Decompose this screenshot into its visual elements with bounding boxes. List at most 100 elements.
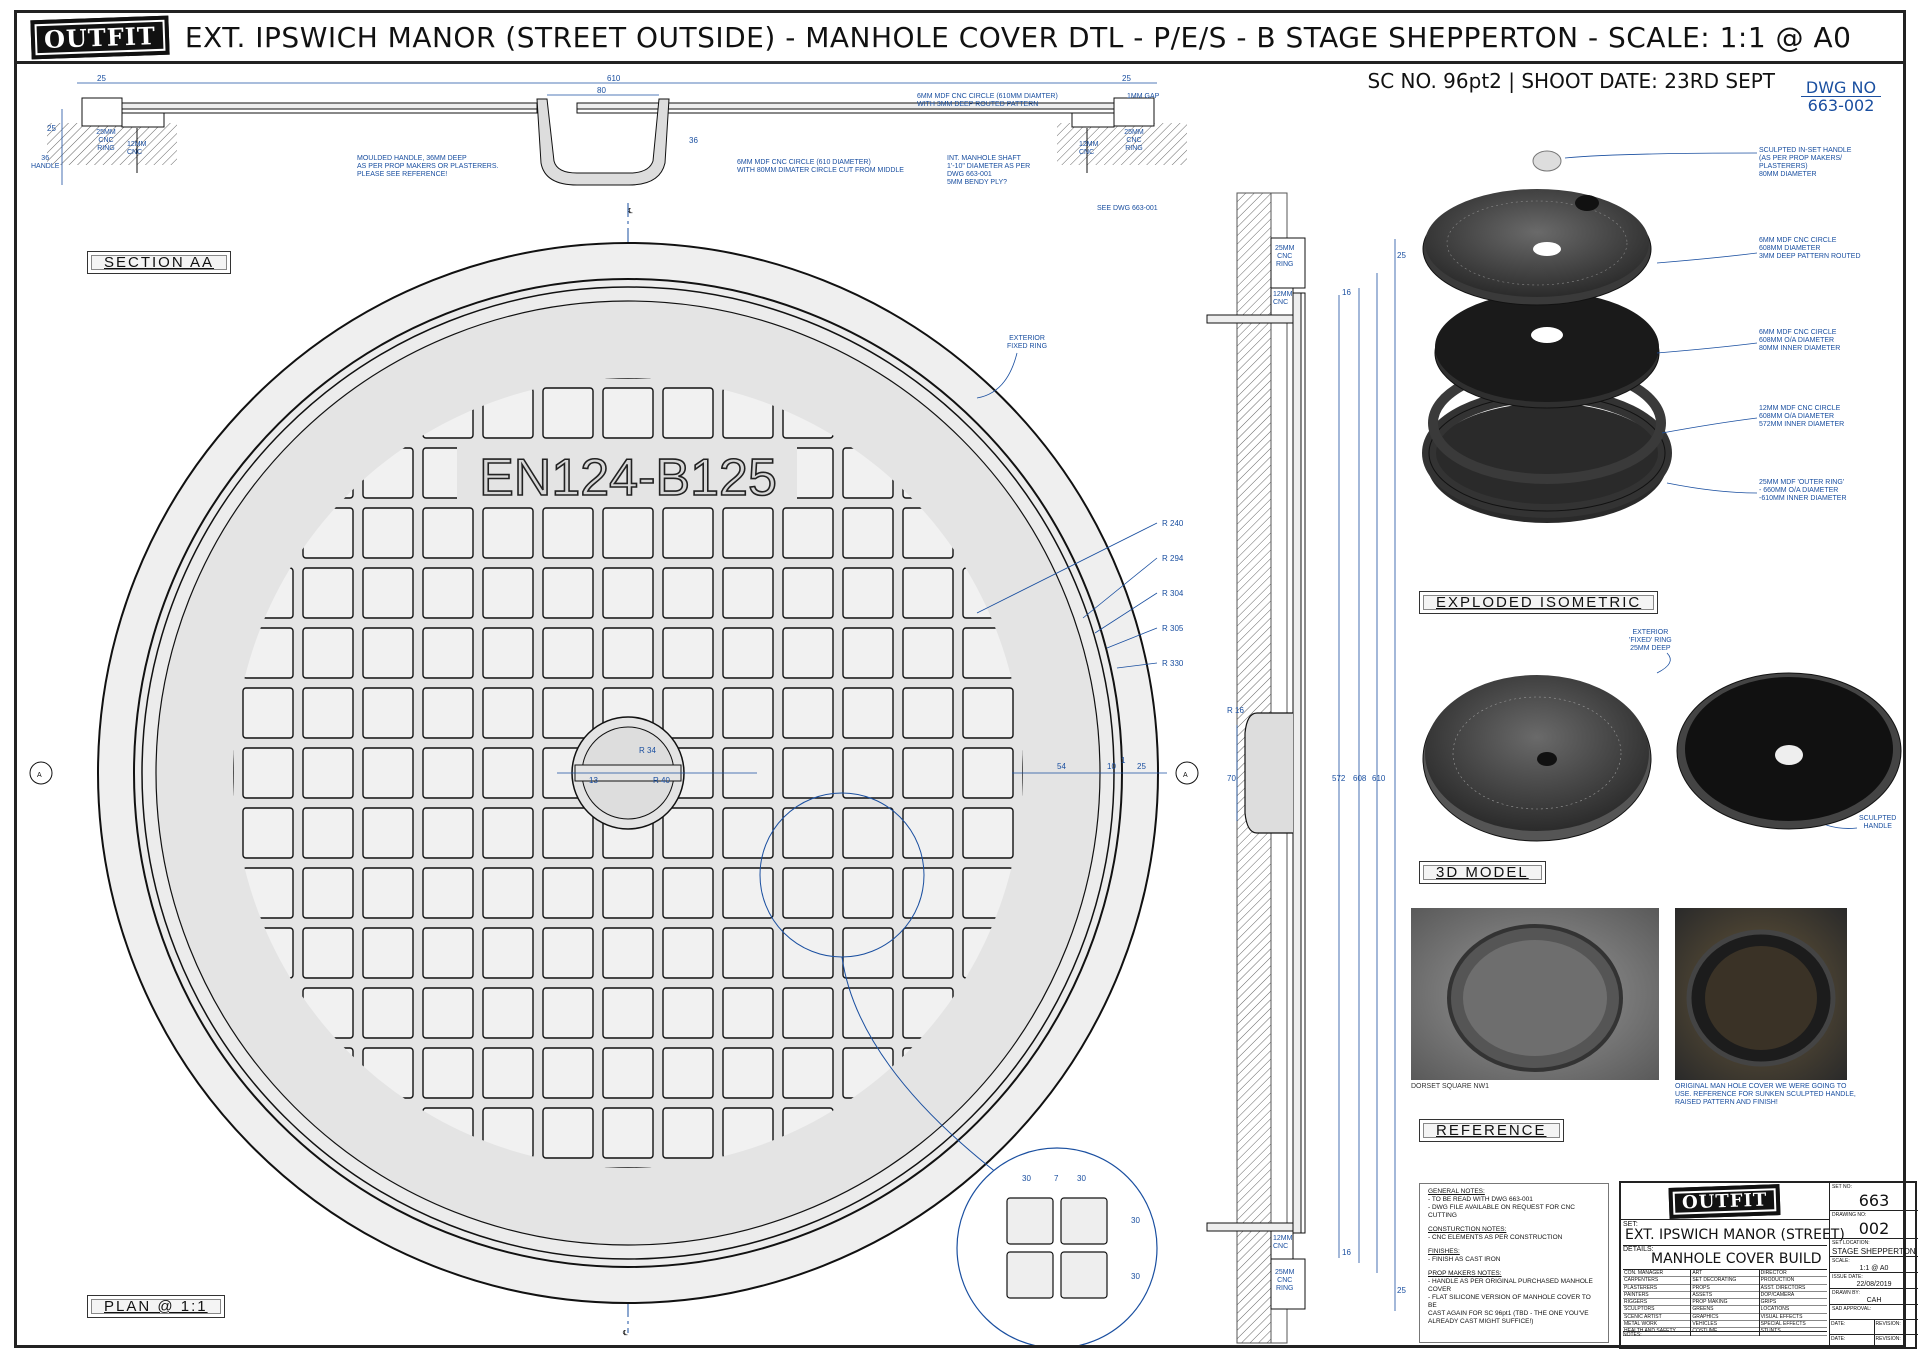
label-exploded-isometric: EXPLODED ISOMETRIC	[1419, 591, 1659, 614]
note-shaft: INT. MANHOLE SHAFT 1'-10" DIAMETER AS PE…	[947, 155, 1031, 186]
dim-25-plan: 25	[1137, 762, 1146, 771]
detail-dim-30d: 30	[1131, 1272, 1140, 1281]
grid-square	[782, 747, 834, 799]
drawing-no-value: 002	[1858, 1219, 1890, 1238]
dim-16-bottom: 16	[1342, 1248, 1351, 1257]
dim-25-right: 25	[1122, 74, 1131, 83]
note-exterior-ring: EXTERIOR FIXED RING	[1007, 335, 1048, 350]
scale-label: SCALE:	[1830, 1256, 1918, 1265]
grid-square	[542, 867, 594, 919]
model-note-sculpted: SCULPTED HANDLE	[1859, 815, 1897, 830]
shoot-date: 23RD SEPT	[1664, 69, 1775, 93]
grid-square	[422, 1047, 474, 1099]
revision-label-1: REVISION:	[1875, 1321, 1901, 1327]
construction-notes-heading: CONSTURCTION NOTES:	[1428, 1226, 1507, 1233]
side-section: 572 608 610 70 R 16 16 16 25 25	[1206, 192, 1406, 1344]
iso-note-ring25: 25MM MDF 'OUTER RING' - 660MM O/A DIAMET…	[1759, 479, 1847, 502]
finishes-notes: - FINISH AS CAST IRON	[1428, 1256, 1501, 1263]
dim-r34: R 34	[639, 746, 656, 755]
grid-square	[482, 927, 534, 979]
dim-r16: R 16	[1227, 706, 1244, 715]
note-mdf-610: 6MM MDF CNC CIRCLE (610 DIAMETER) WITH 8…	[737, 159, 904, 174]
dim-608: 608	[1353, 774, 1367, 783]
grid-square	[782, 507, 834, 559]
grid-square	[482, 867, 534, 919]
department-item: LOCATIONS	[1759, 1306, 1827, 1314]
grid-square	[542, 507, 594, 559]
grid-square	[302, 747, 354, 799]
dim-16-top: 16	[1342, 288, 1351, 297]
department-item: CON. MANAGER	[1623, 1270, 1691, 1278]
grid-square	[362, 627, 414, 679]
grid-square	[842, 987, 894, 1039]
grid-square	[662, 987, 714, 1039]
grid-square	[302, 567, 354, 619]
exploded-isometric	[1422, 150, 1858, 829]
grid-square	[362, 807, 414, 859]
dim-1: 1	[1121, 756, 1126, 765]
grid-square	[602, 567, 654, 619]
notes-label: NOTES:	[1623, 1331, 1827, 1338]
grid-square	[422, 627, 474, 679]
grid-square	[362, 867, 414, 919]
grid-square	[602, 987, 654, 1039]
dim-r294: R 294	[1162, 554, 1184, 563]
grid-square	[302, 807, 354, 859]
grid-square	[902, 627, 954, 679]
grid-square	[422, 987, 474, 1039]
grid-square	[302, 687, 354, 739]
grid-square	[662, 627, 714, 679]
note-cnc12-right: 12MM CNC	[1079, 141, 1099, 156]
dim-25-side-top: 25	[1397, 251, 1406, 260]
grid-square	[842, 687, 894, 739]
drawing-no-label: DRAWING NO:	[1830, 1210, 1918, 1219]
date-label-2: DATE:	[1830, 1335, 1875, 1349]
grid-square	[362, 747, 414, 799]
note-moulded-handle: MOULDED HANDLE, 36MM DEEP AS PER PROP MA…	[357, 155, 499, 178]
sc-no-label: SC NO.	[1367, 69, 1437, 93]
grid-square	[722, 627, 774, 679]
grid-square	[602, 867, 654, 919]
scene-shoot-info: SC NO. 96pt2 | SHOOT DATE: 23RD SEPT	[1368, 69, 1775, 93]
grid-square	[662, 1047, 714, 1099]
general-notes-heading: GENERAL NOTES:	[1428, 1188, 1485, 1195]
grid-square	[362, 507, 414, 559]
cover-emboss-text: EN124-B125	[479, 449, 777, 507]
grid-square	[782, 627, 834, 679]
department-item: GRAPHICS	[1691, 1314, 1759, 1322]
section-aa-drawing: 610 25 25 80 36 25 ℄	[47, 74, 1187, 215]
title-block: OUTFIT SET: EXT. IPSWICH MANOR (STREET) …	[1619, 1181, 1918, 1349]
centerline-mark-top: ℄	[627, 208, 633, 215]
department-item: METAL WORK	[1623, 1321, 1691, 1329]
grid-square	[902, 867, 954, 919]
grid-square	[542, 687, 594, 739]
grid-square	[782, 987, 834, 1039]
note-cnc-ring-left: 25MM CNC RING	[96, 129, 116, 152]
grid-square	[842, 567, 894, 619]
grid-square	[842, 807, 894, 859]
grid-square	[722, 1047, 774, 1099]
set-label: SET:	[1623, 1221, 1638, 1228]
grid-square	[602, 507, 654, 559]
iso-note-ring12: 12MM MDF CNC CIRCLE 608MM O/A DIAMETER 5…	[1759, 405, 1845, 428]
grid-square	[482, 1047, 534, 1099]
grid-square	[422, 747, 474, 799]
grid-square	[542, 627, 594, 679]
general-notes-box: GENERAL NOTES: - TO BE READ WITH DWG 663…	[1419, 1183, 1609, 1343]
department-item: CARPENTERS	[1623, 1277, 1691, 1285]
iso-note-middle: 6MM MDF CNC CIRCLE 608MM O/A DIAMETER 80…	[1759, 329, 1841, 352]
dim-80: 80	[597, 86, 606, 95]
grid-square	[242, 747, 294, 799]
note-mdf-pattern: 6MM MDF CNC CIRCLE (610MM DIAMTER) WITH …	[917, 93, 1058, 108]
section-marker-left: A	[37, 772, 42, 779]
grid-square	[962, 807, 1014, 859]
iso-note-top: 6MM MDF CNC CIRCLE 608MM DIAMETER 3MM DE…	[1759, 237, 1861, 260]
department-item: PROP MAKING	[1691, 1299, 1759, 1307]
side-note-cnc-ring-bottom: 25MM CNC RING	[1275, 1269, 1295, 1292]
grid-square	[482, 987, 534, 1039]
drawn-by-label: DRAWN BY:	[1830, 1288, 1918, 1297]
details-label: DETAILS:	[1623, 1245, 1827, 1253]
grid-square	[482, 747, 534, 799]
plan-view: EN124-B125 R 34 R 40 13 54 10 1 25	[29, 242, 1199, 1345]
grid-square	[722, 567, 774, 619]
